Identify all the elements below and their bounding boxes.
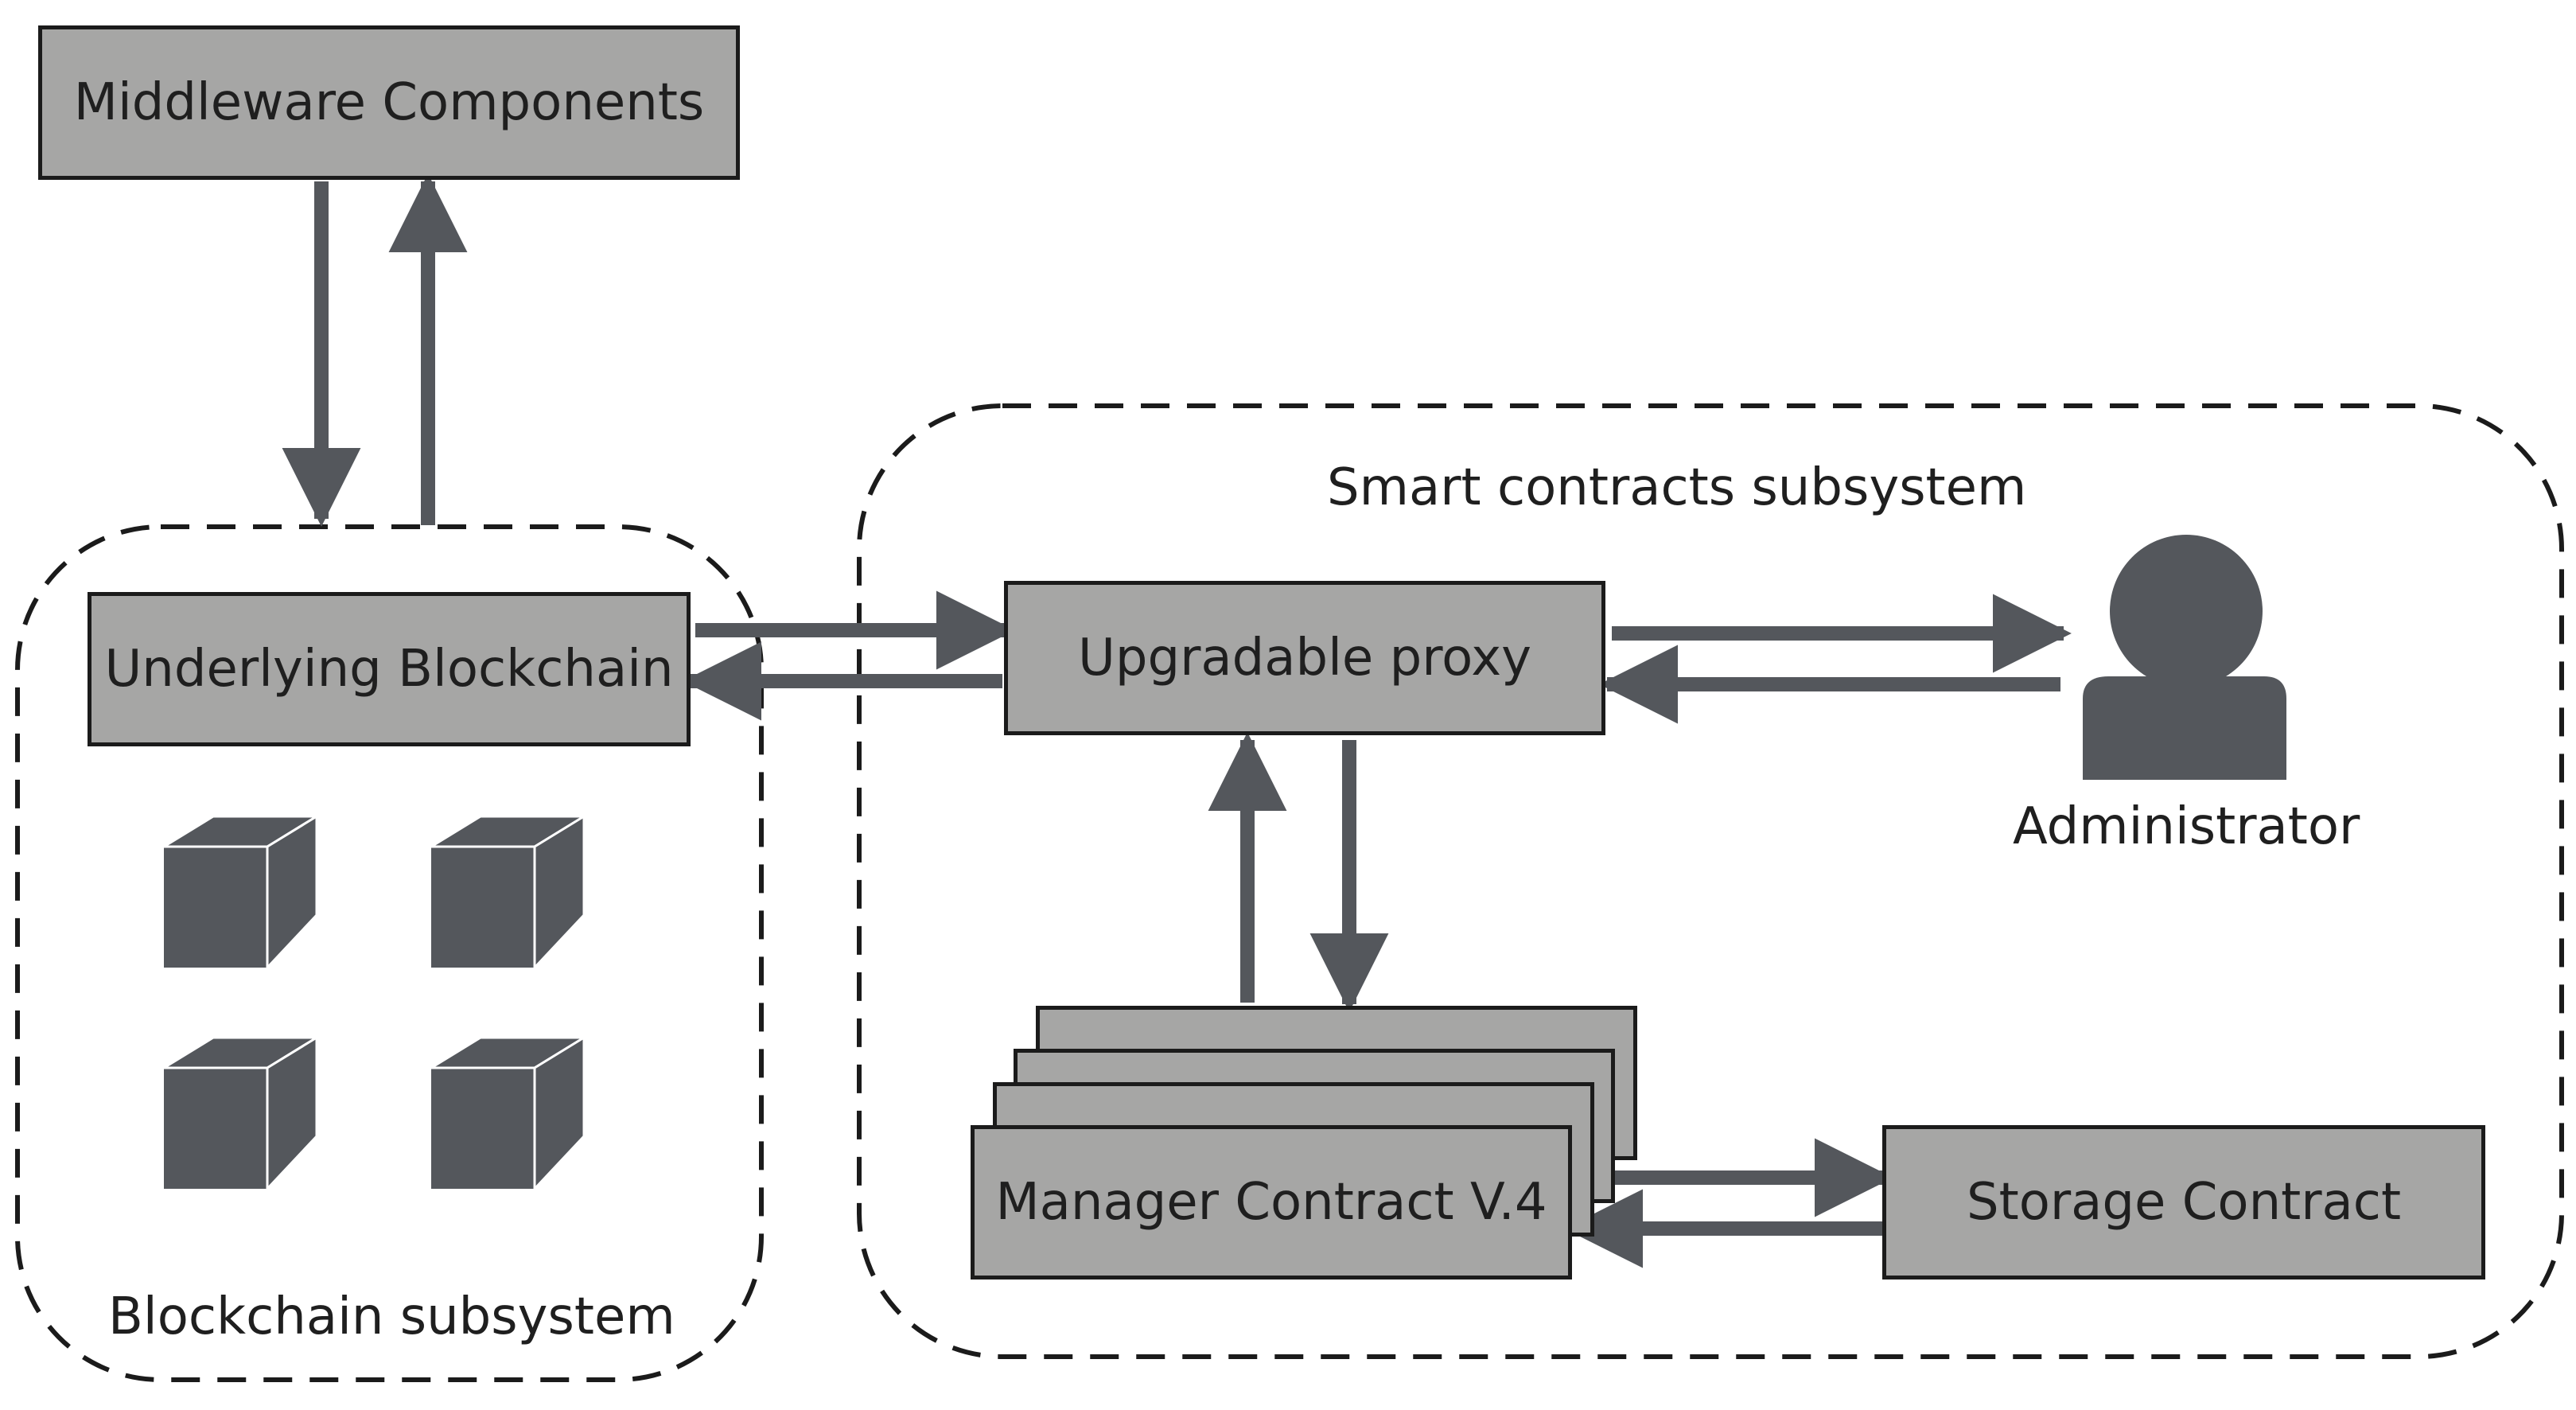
- storage-contract-box: Storage Contract: [1882, 1125, 2485, 1280]
- administrator-label: Administrator: [2013, 797, 2360, 856]
- upgradable-proxy-label: Upgradable proxy: [1077, 629, 1532, 687]
- middleware-components-label: Middleware Components: [73, 73, 705, 132]
- cube-icon: [426, 814, 589, 971]
- smart-contracts-subsystem-outline: [857, 403, 2564, 1359]
- underlying-blockchain-label: Underlying Blockchain: [104, 640, 674, 699]
- storage-contract-label: Storage Contract: [1966, 1173, 2402, 1232]
- underlying-blockchain-box: Underlying Blockchain: [88, 592, 691, 746]
- person-icon: [2083, 535, 2286, 780]
- cube-icon: [159, 1035, 321, 1192]
- cube-icon: [426, 1035, 589, 1192]
- smart-contracts-subsystem-label: Smart contracts subsystem: [1327, 458, 2027, 517]
- upgradable-proxy-box: Upgradable proxy: [1004, 581, 1605, 735]
- blockchain-subsystem-label: Blockchain subsystem: [108, 1287, 675, 1346]
- middleware-components-box: Middleware Components: [38, 25, 740, 180]
- manager-contract-label: Manager Contract V.4: [995, 1173, 1547, 1232]
- cube-icon: [159, 814, 321, 971]
- manager-contract-box: Manager Contract V.4: [971, 1125, 1572, 1280]
